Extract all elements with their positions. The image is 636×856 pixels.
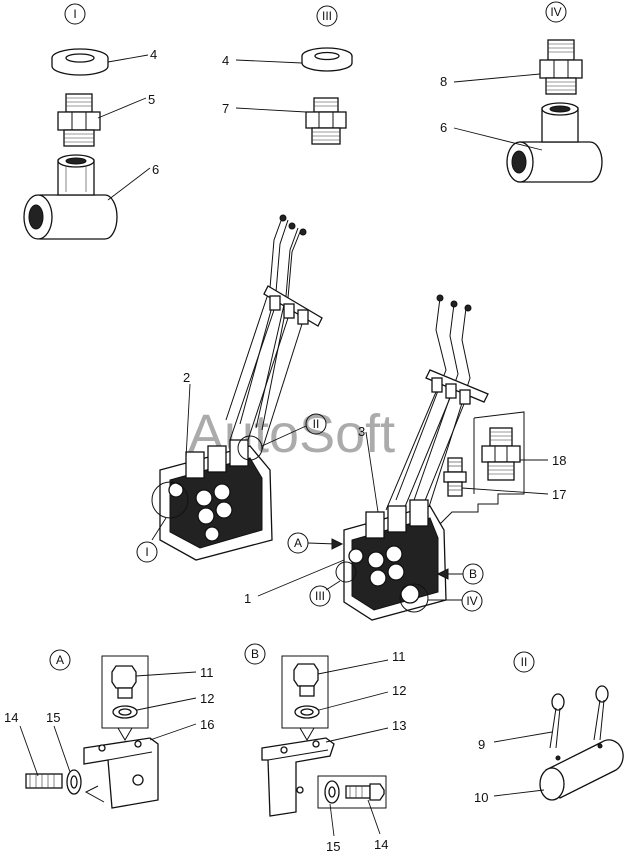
washer-part-12a xyxy=(112,705,138,719)
section-I-callout-marker xyxy=(136,541,158,563)
callout-4b: 4 xyxy=(222,53,229,68)
detail-A: A 11 12 16 xyxy=(4,649,214,809)
callout-7: 7 xyxy=(222,101,229,116)
callout-15a: 15 xyxy=(46,710,60,725)
callout-4: 4 xyxy=(150,47,157,62)
callout-12b: 12 xyxy=(392,683,406,698)
callout-8: 8 xyxy=(440,74,447,89)
section-II-callout-marker xyxy=(305,413,327,435)
fitting-part-8 xyxy=(539,39,583,95)
detail-II: II 9 10 xyxy=(474,651,624,805)
section-A-arrow-label: A xyxy=(294,536,302,550)
section-IV-marker xyxy=(545,1,567,23)
callout-5: 5 xyxy=(148,92,155,107)
section-II-callout-ring xyxy=(237,435,263,461)
callout-14b: 14 xyxy=(374,837,388,852)
callout-15b: 15 xyxy=(326,839,340,854)
bolt-part-11a xyxy=(111,665,137,699)
callout-13: 13 xyxy=(392,718,406,733)
callout-11a: 11 xyxy=(200,665,214,680)
fitting-part-7 xyxy=(305,97,347,145)
section-II-callout-label: II xyxy=(313,417,320,431)
callout-3: 3 xyxy=(358,424,365,439)
section-IV-label: IV xyxy=(550,5,561,19)
detail-A-marker xyxy=(49,649,71,671)
callout-14a: 14 xyxy=(4,710,18,725)
washer-part-4b xyxy=(301,47,353,72)
section-III-parts: III 4 7 xyxy=(222,5,353,145)
section-IV-callout-marker xyxy=(461,590,483,612)
section-III-callout-ring xyxy=(335,561,357,583)
tee-part-6 xyxy=(23,154,118,240)
left-valve-assembly xyxy=(159,214,323,561)
bolt-part-14b xyxy=(345,783,385,801)
parts-17-18-panel: 18 17 xyxy=(439,411,566,525)
detail-II-label: II xyxy=(521,655,528,669)
washer-part-12b xyxy=(294,705,320,719)
fitting-part-5 xyxy=(57,93,101,147)
callout-12a: 12 xyxy=(200,691,214,706)
tee-part-6b xyxy=(506,102,603,183)
fitting-part-17 xyxy=(443,457,467,497)
callout-1: 1 xyxy=(244,591,251,606)
pin-part-10 xyxy=(539,739,624,801)
section-IV-callout-label: IV xyxy=(466,594,477,608)
callout-17: 17 xyxy=(552,487,566,502)
detail-B-marker xyxy=(244,643,266,665)
section-I-parts: I 4 5 xyxy=(23,3,159,240)
section-III-callout-label: III xyxy=(315,589,325,603)
section-IV-callout-ring xyxy=(399,583,429,613)
bolt-part-11b xyxy=(293,663,319,697)
callout-11b: 11 xyxy=(392,649,406,664)
detail-II-marker xyxy=(513,651,535,673)
right-valve-assembly xyxy=(343,294,489,621)
callout-16: 16 xyxy=(200,717,214,732)
section-I-marker xyxy=(64,3,86,25)
detail-A-label: A xyxy=(56,653,64,667)
section-I-label: I xyxy=(73,7,76,21)
washer-part-4 xyxy=(51,48,109,76)
callout-9: 9 xyxy=(478,737,485,752)
detail-B-label: B xyxy=(251,647,259,661)
washer-part-15a xyxy=(66,769,82,795)
bolt-part-14a xyxy=(25,773,63,789)
section-I-callout-label: I xyxy=(145,545,148,559)
callout-10: 10 xyxy=(474,790,488,805)
callout-18: 18 xyxy=(552,453,566,468)
section-IV-parts: IV 8 6 xyxy=(440,1,603,183)
section-III-marker xyxy=(316,5,338,27)
detail-B: B 11 12 13 xyxy=(244,643,406,854)
section-B-arrow-label: B xyxy=(469,567,477,581)
cotter-pin-part-9 xyxy=(549,685,609,749)
section-III-callout-marker xyxy=(309,585,331,607)
callout-2: 2 xyxy=(183,370,190,385)
callout-6: 6 xyxy=(152,162,159,177)
callout-6b: 6 xyxy=(440,120,447,135)
washer-part-15b xyxy=(324,780,340,804)
section-III-label: III xyxy=(322,9,332,23)
section-I-callout-ring xyxy=(151,481,189,519)
fitting-part-18 xyxy=(481,427,521,481)
